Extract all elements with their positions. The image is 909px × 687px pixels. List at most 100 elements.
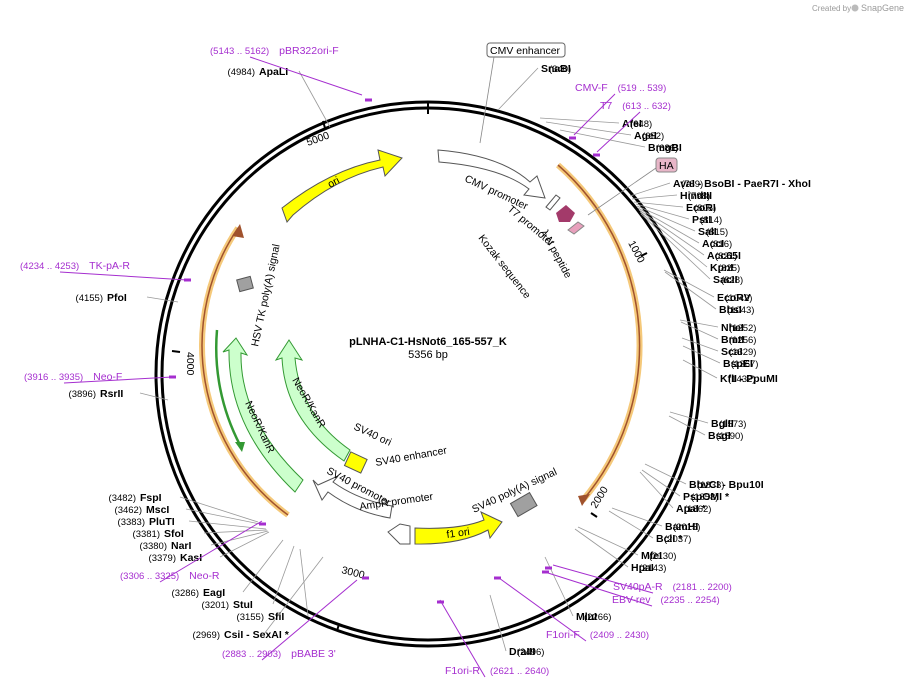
site-apai: ApaI *(1862) (639, 471, 711, 515)
primer-binding-mark (542, 570, 549, 574)
site-position: (2266) (584, 612, 611, 623)
site-leader-line (574, 528, 629, 568)
t7-promoter-feature (545, 194, 561, 211)
site-leader-line (681, 337, 719, 352)
site-leader-line (539, 117, 620, 124)
site-leader-line (139, 392, 169, 401)
site-leader-line (633, 201, 684, 208)
site-name: EcoRI (686, 202, 716, 214)
sv40-enhancer-label: SV40 enhancer (374, 444, 448, 468)
site-fspi: (3482)FspI (109, 492, 259, 523)
site-position: (1858) (691, 492, 718, 503)
orf-left-arrow-icon (232, 224, 244, 238)
site-apali: (4984)ApaLI (228, 66, 331, 128)
primer-leader-line (547, 572, 653, 607)
site-name: EagI (203, 587, 225, 599)
site-bbsi: BbsI(1043) (664, 271, 754, 316)
site-bmti: BmtI(1256) (680, 321, 756, 346)
tick-label-1000: 1000 (625, 239, 647, 265)
site-psti: PstI(814) (635, 203, 722, 226)
site-name: SnaBI (541, 63, 571, 75)
site-name: AfeI (622, 118, 642, 130)
sv40-promoter-feature (312, 475, 393, 519)
primer-range: (519 .. 539) (618, 83, 667, 94)
primer-binding-mark (259, 522, 266, 526)
site-pluti: (3383)PluTI (118, 516, 267, 530)
site-bamhi: BamHI(2015) (611, 507, 700, 533)
site-position: (340) (549, 64, 571, 75)
site-position: (4155) (76, 293, 103, 304)
site-name: FspI (140, 492, 162, 504)
primer-name: SV40pA-R (613, 581, 663, 593)
hsv-tk-polya-feature (236, 275, 254, 293)
site-leader-line (668, 415, 706, 436)
primer-range: (4234 .. 4253) (20, 261, 79, 272)
site-position: (3896) (69, 389, 96, 400)
site-position: (1367) (731, 359, 758, 370)
site-leader-line (669, 411, 709, 424)
lambda-label: λ N peptide (538, 228, 574, 281)
site-bglii: BglII(1573) (669, 411, 746, 430)
primer-name: Neo-R (189, 570, 220, 582)
orf-right-arrow-icon (578, 494, 590, 506)
site-name: CsiI - SexAI * (224, 629, 290, 641)
neo-kan-outer-feature (222, 337, 304, 493)
site-leader-line (682, 345, 721, 364)
neo-line-arrow-icon (235, 442, 245, 452)
site-leader-line (638, 209, 705, 256)
site-position: (789) (681, 179, 703, 190)
site-position: (1252) (729, 323, 756, 334)
site-agei: AgeI(652) (545, 121, 664, 142)
credit-prefix: Created by (812, 4, 851, 13)
plasmid-length: 5356 bp (408, 349, 448, 361)
site-msci: (3462)MscI (115, 504, 261, 525)
site-acc65i: Acc65I(821) (638, 209, 741, 262)
site-position: (2037) (664, 534, 691, 545)
site-name: SalI (698, 226, 717, 238)
site-name: BglII (711, 418, 734, 430)
neo-kan-inner-feature (274, 339, 351, 462)
ori-label: ori (326, 175, 342, 191)
site-leader-line (679, 319, 719, 328)
cmv-promoter-feature (437, 149, 546, 199)
site-afei: AfeI(648) (539, 117, 652, 130)
primer-binding-mark (169, 375, 176, 379)
ha-label: HA (659, 160, 674, 172)
ha-box (655, 157, 678, 173)
site-name: BbvCI - Bpu10I (689, 479, 764, 491)
site-name: HindIII (680, 190, 712, 202)
tick-label-5000: 5000 (305, 129, 331, 148)
site-pfoi: (4155)PfoI (76, 292, 179, 304)
site-draiii: DraIII(2496) (489, 594, 544, 658)
site-position: (1042) (725, 293, 752, 304)
site-position: (1590) (716, 431, 743, 442)
primer-binding-mark (184, 278, 191, 282)
site-leader-line (299, 548, 309, 617)
site-sfoi: (3381)SfoI (133, 528, 268, 540)
primer-leader-line (596, 111, 641, 153)
site-position: (3201) (202, 600, 229, 611)
restriction-sites: SnaBI(340)AfeI(648)AgeI(652)BmgBI(686)Av… (69, 63, 811, 658)
primer-name: pBR322ori-F (279, 45, 339, 57)
ha-callout: HA (587, 157, 678, 216)
site-position: (2496) (517, 647, 544, 658)
site-position: (3380) (140, 541, 167, 552)
site-leader-line (680, 321, 719, 340)
site-kpni: KpnI(825) (639, 211, 740, 274)
site-leader-line (636, 205, 696, 232)
site-leader-line (682, 359, 718, 379)
site-position: (1329) (729, 347, 756, 358)
site-eagi: (3286)EagI (172, 539, 284, 599)
site-name: PstI (692, 214, 711, 226)
primer-range: (3916 .. 3935) (24, 372, 83, 383)
site-sfii: (3155)SfiI (237, 548, 309, 623)
site-scai: ScaI(1329) (681, 337, 756, 358)
primer-leader-line (159, 520, 263, 583)
site-position: (821) (715, 251, 737, 262)
primer-neo-r: (3306 .. 3325)Neo-R (120, 520, 266, 583)
site-leader-line (242, 539, 284, 593)
site-bmgbi: BmgBI(686) (559, 129, 682, 154)
site-leader-line (210, 530, 269, 546)
f1-ori-feature (414, 511, 503, 545)
